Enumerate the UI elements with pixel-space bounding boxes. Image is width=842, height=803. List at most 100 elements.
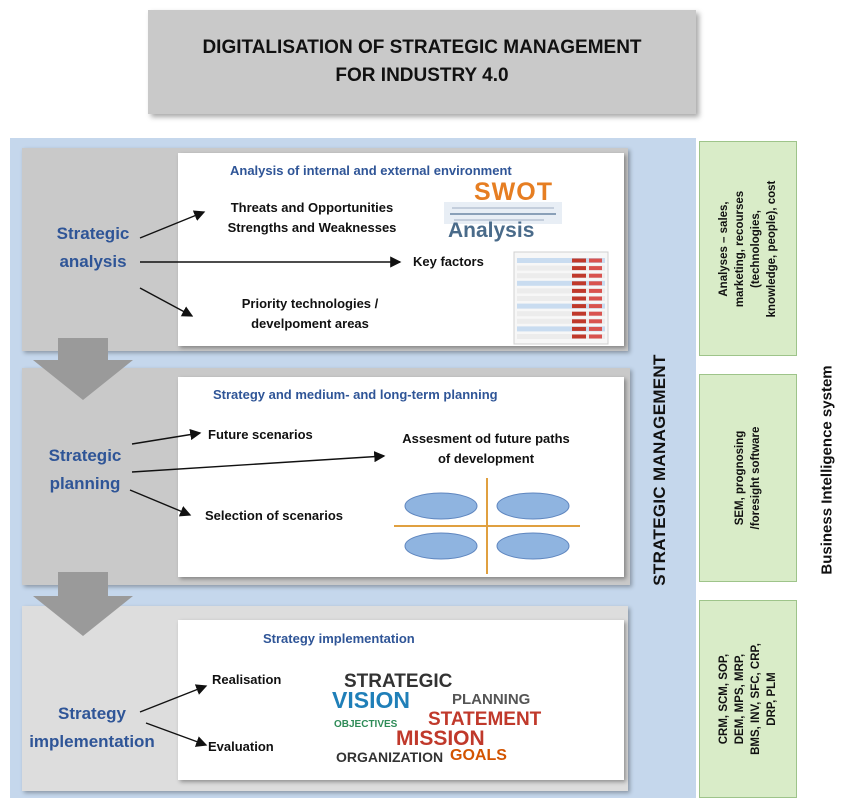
strengths-weaknesses-text: Strengths and Weaknesses xyxy=(227,220,397,235)
table-cell-highlight xyxy=(572,258,586,263)
table-cell-highlight xyxy=(589,334,602,339)
bi-box-systems: CRM, SCM, SOP, DEM, MPS, MRP, BMS, INV, … xyxy=(699,600,797,798)
wc-objectives: OBJECTIVES xyxy=(334,719,398,730)
scenario-ellipse-2 xyxy=(496,492,570,520)
assessment-line-2: of development xyxy=(437,451,535,466)
table-row xyxy=(517,265,605,271)
table-cell-highlight xyxy=(589,311,602,316)
table-row xyxy=(517,273,605,279)
priority-technologies-text: Priority technologies / develpoment area… xyxy=(220,294,400,334)
table-cell-highlight xyxy=(589,288,602,293)
table-cell-highlight xyxy=(572,288,586,293)
bi1-line4: knowledge, people), cost xyxy=(766,180,778,317)
bi-box-analyses-text: Analyses – sales, marketing, recourses (… xyxy=(716,180,780,317)
strategy-word-cloud: STRATEGIC PLANNING VISION STATEMENT MISS… xyxy=(332,671,542,775)
implementation-content-box xyxy=(178,620,624,780)
table-row xyxy=(517,280,605,286)
table-cell-highlight xyxy=(572,326,586,331)
analysis-box-title: Analysis of internal and external enviro… xyxy=(230,163,512,178)
arrow-implementation-to-evaluation xyxy=(145,722,208,747)
bi3-line1: CRM, SCM, SOP, xyxy=(718,653,730,745)
threats-strengths-text: Threats and Opportunities Strengths and … xyxy=(212,198,412,238)
key-factors-text: Key factors xyxy=(413,254,484,269)
table-cell-highlight xyxy=(572,273,586,278)
arrow-analysis-to-threats xyxy=(139,210,206,239)
table-cell-highlight xyxy=(572,281,586,286)
bi-box-sem: SEM, prognosing /foresight software xyxy=(699,374,797,582)
arrow-planning-to-scenarios xyxy=(131,429,202,445)
table-cell-highlight xyxy=(572,334,586,339)
table-row xyxy=(517,318,605,324)
strategy-implementation-label: Strategy implementation xyxy=(14,700,170,756)
strategic-planning-label-line2: planning xyxy=(49,474,121,493)
bi1-line3: (technologies, xyxy=(750,209,762,288)
wc-planning: PLANNING xyxy=(452,691,531,708)
table-cell-highlight xyxy=(572,266,586,271)
bi3-line3: BMS, INV, SFC, CRP, xyxy=(750,643,762,755)
table-cell-highlight xyxy=(572,319,586,324)
table-cell-highlight xyxy=(589,304,602,309)
table-cell-highlight xyxy=(589,273,602,278)
analysis-word: Analysis xyxy=(448,219,535,242)
assessment-text: Assesment od future paths of development xyxy=(386,429,586,469)
table-cell-highlight xyxy=(572,296,586,301)
table-row xyxy=(517,296,605,301)
table-cell-highlight xyxy=(572,304,586,309)
swot-analysis-image: SWOT Analysis xyxy=(444,178,562,246)
title-line-2: FOR INDUSTRY 4.0 xyxy=(335,65,509,86)
table-cell-highlight xyxy=(572,311,586,316)
selection-of-scenarios-text: Selection of scenarios xyxy=(205,508,343,523)
strategic-analysis-label: Strategic analysis xyxy=(28,220,158,276)
table-cell-highlight xyxy=(589,296,602,301)
strategic-analysis-label-line1: Strategic xyxy=(56,224,130,243)
strategic-management-vertical-label: STRATEGIC MANAGEMENT xyxy=(650,354,669,586)
swot-word: SWOT xyxy=(474,178,553,206)
bi1-line1: Analyses – sales, xyxy=(718,200,730,297)
wc-organization: ORGANIZATION xyxy=(336,749,444,765)
wc-vision: VISION xyxy=(332,687,410,713)
strategy-implementation-label-line2: implementation xyxy=(29,732,155,751)
bi1-line2: marketing, recourses xyxy=(734,190,746,307)
table-cell-highlight xyxy=(589,319,602,324)
wc-strategic: STRATEGIC xyxy=(344,671,453,692)
bi2-line2: /foresight software xyxy=(750,426,762,530)
table-cell-highlight xyxy=(589,281,602,286)
table-row xyxy=(517,334,605,339)
threats-opportunities-text: Threats and Opportunities xyxy=(230,200,394,215)
down-arrow-2 xyxy=(33,572,133,636)
strategy-implementation-label-line1: Strategy xyxy=(57,704,127,723)
table-row xyxy=(517,326,605,332)
bi-box-analyses: Analyses – sales, marketing, recourses (… xyxy=(699,141,797,356)
strategic-planning-label-line1: Strategic xyxy=(48,446,122,465)
wc-statement: STATEMENT xyxy=(428,709,542,730)
table-cell-highlight xyxy=(589,266,602,271)
arrow-analysis-to-priority xyxy=(139,287,194,317)
wc-mission: MISSION xyxy=(396,727,485,750)
realisation-text: Realisation xyxy=(212,672,282,687)
swot-cloud-graphic xyxy=(444,202,562,224)
bi2-line1: SEM, prognosing xyxy=(734,430,746,526)
priority-line-1: Priority technologies / xyxy=(241,296,379,311)
scenario-ellipse-3 xyxy=(404,532,478,560)
evaluation-text: Evaluation xyxy=(208,739,274,754)
table-row xyxy=(517,303,605,309)
table-cell-highlight xyxy=(589,258,602,263)
table-row xyxy=(517,311,605,317)
table-row xyxy=(517,258,605,263)
table-cell-highlight xyxy=(589,326,602,331)
strategic-planning-label: Strategic planning xyxy=(20,442,150,498)
scenario-ellipse-1 xyxy=(404,492,478,520)
future-scenarios-text: Future scenarios xyxy=(208,427,313,442)
bi-box-systems-text: CRM, SCM, SOP, DEM, MPS, MRP, BMS, INV, … xyxy=(716,643,780,755)
arrow-planning-to-assessment xyxy=(131,451,386,473)
implementation-box-title: Strategy implementation xyxy=(263,631,415,646)
priority-line-2: develpoment areas xyxy=(251,316,369,331)
title-line-1: DIGITALISATION OF STRATEGIC MANAGEMENT xyxy=(202,37,642,58)
scenario-ellipse-4 xyxy=(496,532,570,560)
wc-goals: GOALS xyxy=(450,747,507,764)
table-row xyxy=(517,288,605,294)
